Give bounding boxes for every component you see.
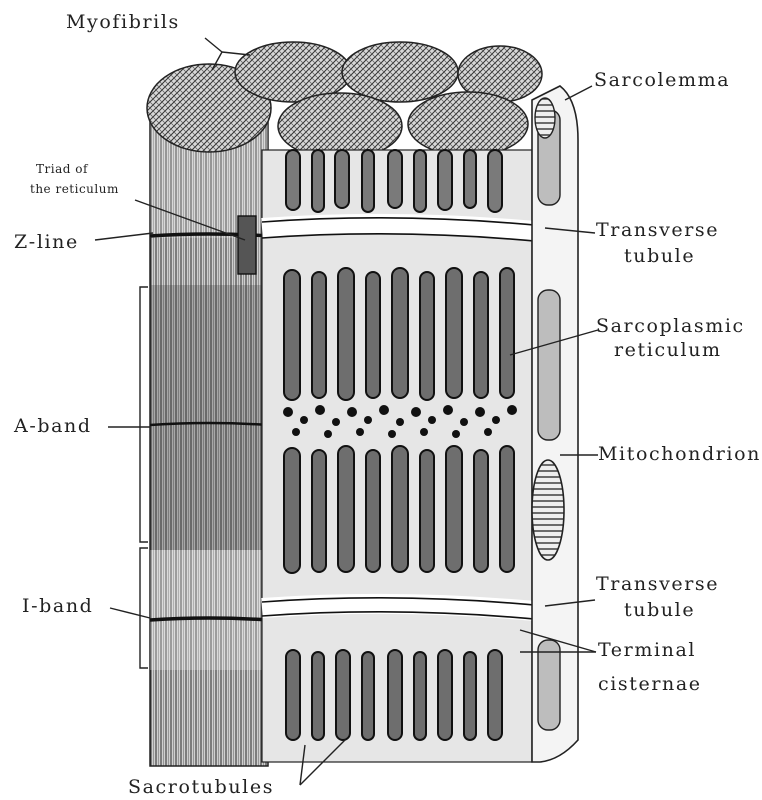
label-triad-line2: the reticulum [30,182,119,196]
label-a-band: A-band [13,415,92,437]
label-terminal-2: cisternae [598,673,702,695]
label-mitochondrion: Mitochondrion [598,443,761,465]
label-i-band: I-band [22,595,93,617]
label-transverse-tubule-bottom-1: Transverse [596,573,719,595]
label-z-line: Z-line [14,231,79,253]
sarcoplasmic-reticulum-network [262,150,545,762]
striated-myofibril [147,64,271,766]
label-triad-line1: Triad of [36,162,89,176]
label-transverse-tubule-top-2: tubule [624,245,695,267]
label-transverse-tubule-top-1: Transverse [596,219,719,241]
mitochondrion-top [535,98,555,138]
label-myofibrils: Myofibrils [66,11,180,33]
label-sacrotubules: Sacrotubules [128,776,274,798]
a-band-bracket [140,287,148,542]
label-sarcolemma: Sarcolemma [594,69,730,91]
i-band-bracket [140,548,148,668]
sarcolemma-membrane [532,86,578,762]
myofibril-tops [235,42,542,159]
label-sarcoplasmic-2: reticulum [614,339,722,361]
label-sarcoplasmic-1: Sarcoplasmic [596,315,745,337]
triad-marker [238,216,256,274]
mitochondrion [532,460,564,560]
label-transverse-tubule-bottom-2: tubule [624,599,695,621]
label-terminal-1: Terminal [598,639,696,661]
